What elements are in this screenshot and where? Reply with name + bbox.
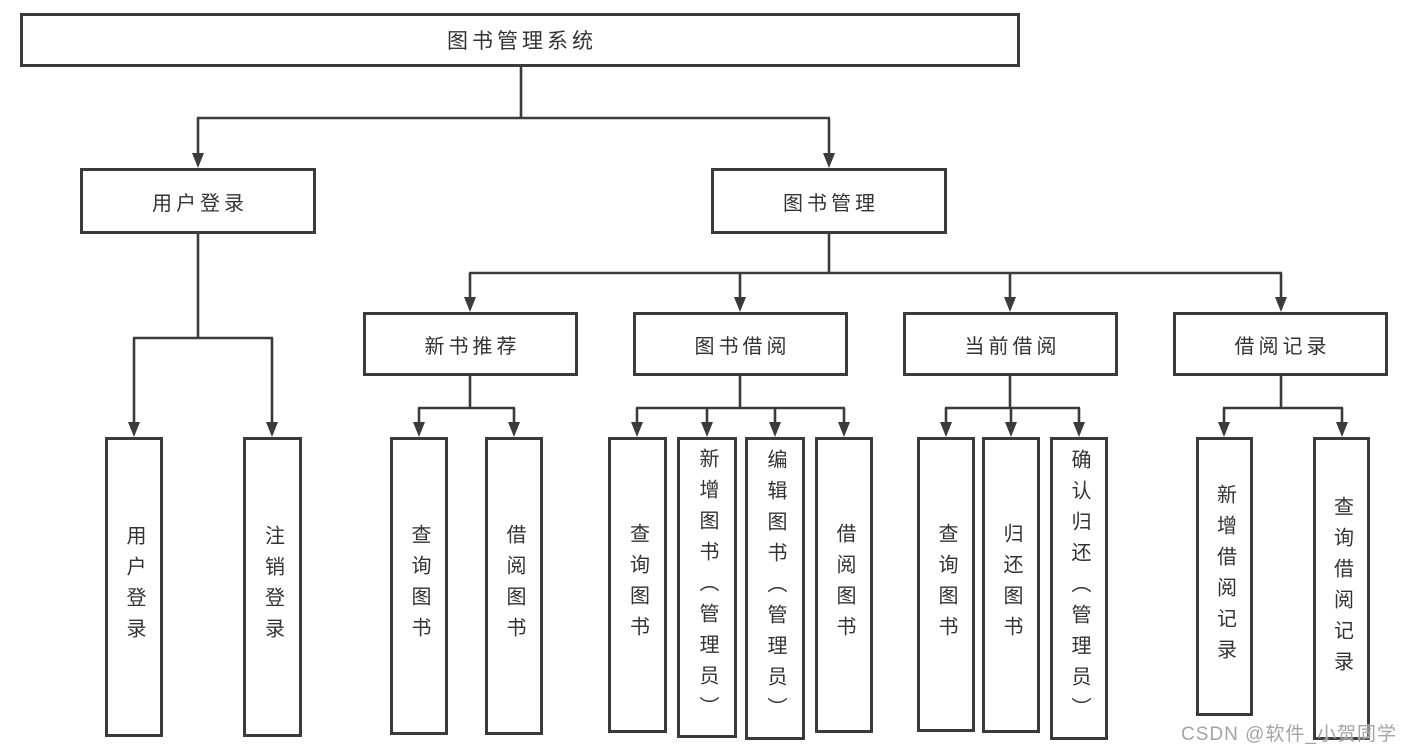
- node-root-label: 图书管理系统: [447, 30, 597, 53]
- node-root: 图书管理系统: [20, 13, 1020, 67]
- leaf-borrow-books: 借阅图书: [815, 437, 873, 733]
- leaf-return-books: 归还图书: [982, 437, 1040, 733]
- node-user-login-label: 用户登录: [152, 192, 248, 215]
- node-new-book-recommendation: 新书推荐: [363, 312, 578, 376]
- node-borrowing-records-label: 借阅记录: [1234, 335, 1331, 358]
- leaf-add-borrow-record-label: 新增借阅记录: [1213, 483, 1236, 670]
- leaf-add-books-admin: 新增图书（管理员）: [677, 437, 737, 738]
- leaf-logout: 注销登录: [243, 437, 302, 737]
- leaf-user-login: 用户登录: [105, 437, 163, 737]
- leaf-confirm-return-admin: 确认归还（管理员）: [1050, 437, 1108, 740]
- leaf-user-login-label: 用户登录: [123, 525, 145, 649]
- leaf-borrow-books-recommend-label: 借阅图书: [503, 524, 525, 648]
- node-book-management: 图书管理: [711, 168, 947, 234]
- node-borrowing-records: 借阅记录: [1173, 312, 1388, 376]
- leaf-borrow-books-recommend: 借阅图书: [485, 437, 543, 735]
- leaf-query-books-recommend-label: 查询图书: [408, 524, 430, 648]
- leaf-query-books-borrowing: 查询图书: [608, 437, 667, 733]
- csdn-watermark: CSDN @软件_小贺同学: [1181, 724, 1397, 745]
- leaf-query-borrow-record-label: 查询借阅记录: [1330, 495, 1353, 682]
- node-user-login: 用户登录: [80, 168, 316, 234]
- leaf-borrow-books-label: 借阅图书: [833, 523, 855, 647]
- leaf-query-books-borrowing-label: 查询图书: [626, 523, 649, 647]
- node-book-borrowing: 图书借阅: [633, 312, 848, 376]
- leaf-edit-books-admin-label: 编辑图书（管理员）: [764, 449, 786, 728]
- leaf-add-books-admin-label: 新增图书（管理员）: [696, 448, 718, 727]
- node-current-borrowing: 当前借阅: [903, 312, 1118, 376]
- node-book-management-label: 图书管理: [783, 192, 879, 215]
- leaf-add-borrow-record: 新增借阅记录: [1196, 437, 1253, 716]
- node-book-borrowing-label: 图书借阅: [694, 335, 791, 358]
- leaf-confirm-return-admin-label: 确认归还（管理员）: [1068, 449, 1090, 728]
- leaf-query-borrow-record: 查询借阅记录: [1313, 437, 1370, 740]
- node-current-borrowing-label: 当前借阅: [964, 335, 1061, 358]
- node-new-book-recommendation-label: 新书推荐: [424, 335, 521, 358]
- leaf-query-books-current-label: 查询图书: [935, 522, 957, 647]
- leaf-edit-books-admin: 编辑图书（管理员）: [745, 437, 805, 740]
- leaf-logout-label: 注销登录: [261, 525, 284, 649]
- leaf-query-books-recommend: 查询图书: [390, 437, 448, 735]
- leaf-query-books-current: 查询图书: [917, 437, 975, 732]
- leaf-return-books-label: 归还图书: [1000, 523, 1022, 647]
